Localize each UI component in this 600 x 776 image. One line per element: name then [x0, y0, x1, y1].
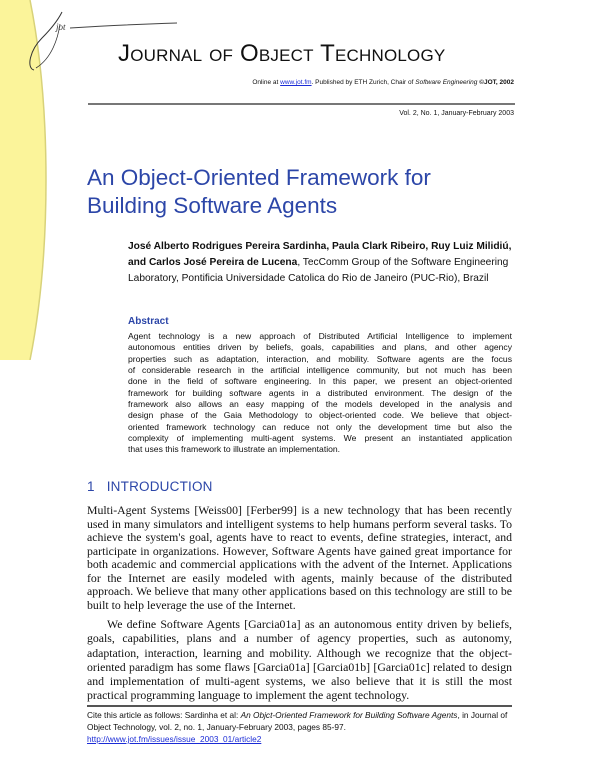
text-line: framework also allows an easy mapping of… [128, 399, 512, 410]
article-url[interactable]: http://www.jot.fm/issues/issue_2003_01/a… [87, 734, 262, 744]
journal-link[interactable]: www.jot.fm [280, 79, 312, 86]
author-names: José Alberto Rodrigues Pereira Sardinha,… [128, 241, 512, 268]
online-italic: Software Engineering [415, 79, 478, 86]
header-divider [88, 103, 515, 105]
text-line: of considerable research in the artifici… [128, 365, 512, 376]
text-line: goals, capabilities, plans and a number … [87, 631, 512, 646]
title-line: An Object-Oriented Framework for [87, 165, 431, 190]
authors: José Alberto Rodrigues Pereira Sardinha,… [128, 239, 512, 286]
text-line: oriented framework technology can reduce… [128, 421, 512, 432]
abstract-text: Agent technology is a new approach of Di… [128, 331, 512, 456]
section-heading: 1 INTRODUCTION [87, 479, 225, 494]
text-line: properties such as adaptation, interacti… [128, 353, 512, 364]
text-line: design phase of the Gaia Methodology to … [128, 410, 512, 421]
text-line: participate in organizations. However, S… [87, 543, 512, 558]
logo-yellow-circle [0, 0, 47, 360]
online-prefix: Online at [252, 79, 281, 86]
paragraph-2: We define Software Agents [Garcia01a] as… [87, 617, 512, 703]
text-line: used in many simulators and intelligent … [87, 516, 512, 531]
text-line: Multi-Agent Systems [Weiss00] [Ferber99]… [87, 503, 512, 517]
citation: Cite this article as follows: Sardinha e… [87, 709, 512, 745]
text-line: We define Software Agents [Garcia01a] as… [107, 617, 512, 631]
paragraph-1: Multi-Agent Systems [Weiss00] [Ferber99]… [87, 503, 512, 612]
text-line: that uses this framework to illustrate a… [128, 444, 341, 455]
text-line: adaptation, interaction, learning and mo… [87, 645, 512, 660]
text-line: and implementation of multi-agent system… [87, 674, 512, 689]
title-line: Building Software Agents [87, 193, 338, 218]
text-line: autonomous entities driven by beliefs, g… [128, 342, 512, 353]
section-number: 1 [87, 479, 95, 494]
copyright: ©JOT, 2002 [477, 79, 514, 86]
text-line: for the Internet are easily modeled with… [87, 570, 512, 585]
text-line: achieve the system's goal, agents have t… [87, 530, 512, 544]
text-line: complexity of implementing multi-agent s… [128, 433, 512, 444]
body-text: Multi-Agent Systems [Weiss00] [Ferber99]… [87, 503, 512, 703]
text-line: oriented paradigm has some flaws [Garcia… [87, 659, 512, 674]
affiliation: , TecComm Group of the Software Engineer… [128, 256, 509, 284]
abstract-heading: Abstract [128, 316, 169, 327]
publication-info: Online at www.jot.fm. Published by ETH Z… [252, 79, 514, 86]
citation-prefix: Cite this article as follows: Sardinha e… [87, 710, 241, 720]
section-title: INTRODUCTION [106, 479, 213, 494]
text-line: approach. We believe that many other app… [87, 584, 512, 598]
text-line: framework for building software agents i… [128, 387, 512, 398]
citation-details: , in Journal of Object Technology, vol. … [87, 710, 508, 732]
text-line: both academic and commercial application… [87, 557, 512, 571]
online-mid: . Published by ETH Zurich, Chair of [311, 79, 416, 86]
footer-divider [87, 705, 512, 707]
text-line: practical programming language to implem… [87, 688, 410, 703]
text-line: Agent technology is a new approach of Di… [128, 331, 512, 341]
volume-info: Vol. 2, No. 1, January-February 2003 [399, 110, 514, 117]
journal-title: Journal of Object Technology [118, 40, 446, 67]
svg-text:jot: jot [55, 22, 66, 32]
text-line: done in the field of software engineerin… [128, 376, 512, 387]
paper-title: An Object-Oriented Framework for Buildin… [87, 164, 507, 220]
text-line: built to help leverage the use of the In… [87, 597, 296, 612]
jot-logo: jot [29, 11, 178, 71]
citation-title: An Objct-Oriented Framework for Building… [240, 710, 458, 720]
